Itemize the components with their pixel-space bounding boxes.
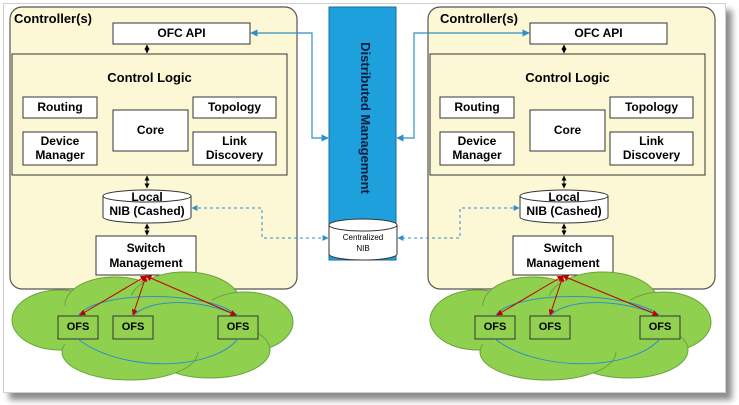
right-control-arrows xyxy=(496,275,659,316)
centralized-nib-cylinder xyxy=(328,218,398,261)
left-nib-cashed-label: NIB (Cashed) xyxy=(109,204,185,218)
right-ofs-1-label: OFS xyxy=(483,321,507,333)
right-switch-label: Switch xyxy=(543,241,583,255)
left-switch-mgmt-box xyxy=(95,235,197,276)
right-core-box xyxy=(529,109,606,152)
left-ofs-2-label: OFS xyxy=(121,321,145,333)
left-device-manager-label: Device Manager xyxy=(23,134,97,162)
left-api-label: OFC API xyxy=(157,26,206,40)
right-nib-cashed-label: NIB (Cashed) xyxy=(526,204,602,218)
right-device-manager-label: Device Manager xyxy=(440,134,514,162)
left-api-link xyxy=(250,29,329,142)
right-management-label: Management xyxy=(526,256,600,270)
right-topology-box xyxy=(609,96,694,119)
left-control-arrows xyxy=(79,275,237,316)
right-ofs-2-label: OFS xyxy=(538,321,562,333)
centralized-nib-text: NIB xyxy=(356,244,370,253)
left-controller-title: Controller(s) xyxy=(14,11,92,26)
right-nib-link xyxy=(397,205,520,241)
left-manager-label: Manager xyxy=(35,148,85,162)
left-nib-link xyxy=(191,205,329,241)
right-nib-local-label: Local xyxy=(548,190,580,204)
right-nib-label: Local NIB (Cashed) xyxy=(520,190,608,218)
left-topology-label: Topology xyxy=(207,100,262,114)
distributed-management-bar xyxy=(328,6,397,261)
left-ofs-3-label: OFS xyxy=(226,321,250,333)
left-core-label: Core xyxy=(136,123,165,137)
right-controller-title: Controller(s) xyxy=(440,11,518,26)
left-management-label: Management xyxy=(109,256,183,270)
right-discovery-label: Discovery xyxy=(622,148,681,162)
centralized-label: Centralized xyxy=(342,233,384,242)
left-discovery-label: Discovery xyxy=(205,148,264,162)
left-core-box xyxy=(112,109,189,152)
left-routing-box xyxy=(22,96,98,119)
right-nib-cylinder xyxy=(519,189,609,224)
left-device-label: Device xyxy=(40,134,80,148)
left-nib-cylinder xyxy=(102,189,192,224)
right-switch-mgmt-label: Switch Management xyxy=(513,241,613,271)
right-api-link xyxy=(396,29,530,142)
left-link-label: Link xyxy=(222,134,247,148)
right-api-label: OFC API xyxy=(574,26,623,40)
distributed-management-label: Distributed Management xyxy=(358,42,373,194)
left-ofs-1-label: OFS xyxy=(66,321,90,333)
left-switch-mgmt-label: Switch Management xyxy=(96,241,196,271)
left-link-discovery-label: Link Discovery xyxy=(193,134,276,162)
left-control-logic-label: Control Logic xyxy=(107,70,192,85)
right-device-label: Device xyxy=(457,134,497,148)
right-api-box xyxy=(529,22,668,45)
left-routing-label: Routing xyxy=(37,100,83,114)
right-core-label: Core xyxy=(553,123,582,137)
left-nib-local-label: Local xyxy=(131,190,163,204)
left-device-manager-box xyxy=(22,131,98,166)
right-manager-label: Manager xyxy=(452,148,502,162)
left-switch-label: Switch xyxy=(126,241,166,255)
right-ofs-3-label: OFS xyxy=(648,321,672,333)
right-link-label: Link xyxy=(639,134,664,148)
right-control-logic-label: Control Logic xyxy=(525,70,610,85)
right-link-discovery-box xyxy=(609,131,694,166)
right-topology-label: Topology xyxy=(624,100,679,114)
right-link-discovery-label: Link Discovery xyxy=(610,134,693,162)
centralized-nib-label: Centralized NIB xyxy=(329,232,397,254)
right-routing-label: Routing xyxy=(454,100,500,114)
right-switch-mgmt-box xyxy=(512,235,614,276)
left-nib-label: Local NIB (Cashed) xyxy=(103,190,191,218)
left-api-box xyxy=(112,22,251,45)
